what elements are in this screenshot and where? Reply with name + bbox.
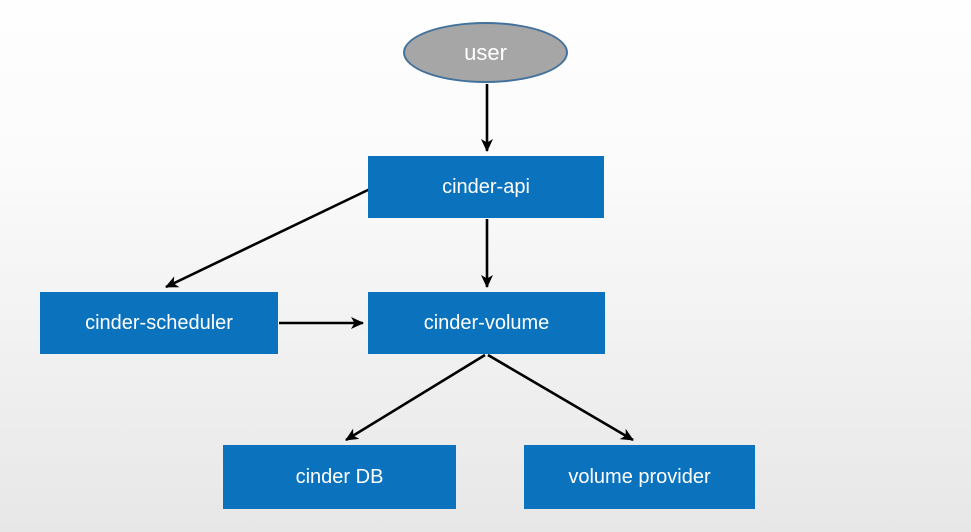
edge-cinder-volume-to-volume-provider [487,353,634,442]
node-volume-provider-label: volume provider [568,465,711,488]
node-user-label: user [464,39,507,65]
node-cinder-scheduler-label: cinder-scheduler [85,311,233,334]
edge-cinder-api-to-cinder-scheduler [165,187,371,289]
edge-cinder-volume-to-cinder-db [345,353,486,442]
node-volume-provider: volume provider [524,445,755,509]
node-cinder-scheduler: cinder-scheduler [40,292,278,354]
node-cinder-api-label: cinder-api [442,175,530,198]
node-cinder-volume-label: cinder-volume [423,311,550,334]
node-cinder-api: cinder-api [368,156,604,218]
node-cinder-db: cinder DB [223,445,456,509]
node-cinder-db-label: cinder DB [295,465,384,488]
node-user: user [403,22,568,83]
node-cinder-volume: cinder-volume [368,292,605,354]
